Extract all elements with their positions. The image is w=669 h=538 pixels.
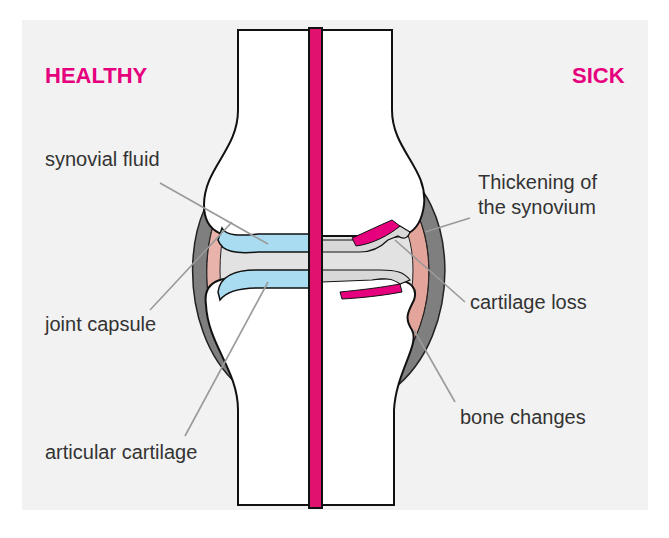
leader-line xyxy=(425,218,470,232)
worn-cartilage xyxy=(322,270,410,284)
background-panel xyxy=(22,20,648,510)
divider-bar xyxy=(309,28,322,508)
leader-line xyxy=(150,222,232,310)
part-label: cartilage loss xyxy=(470,290,587,315)
heading: SICK xyxy=(572,62,625,90)
leader-line xyxy=(160,183,268,244)
part-label: joint capsule xyxy=(45,312,156,337)
part-label: synovial fluid xyxy=(45,147,160,172)
cartilage-loss-patch xyxy=(340,284,402,299)
part-label: Thickening of the synovium xyxy=(478,170,628,220)
articular-cartilage xyxy=(218,228,315,253)
part-label: bone changes xyxy=(460,405,586,430)
part-label: articular cartilage xyxy=(45,440,197,465)
leader-line xyxy=(185,282,268,436)
leader-line xyxy=(414,330,455,402)
cartilage-loss-patch xyxy=(352,220,400,246)
leader-line xyxy=(395,240,465,302)
heading: HEALTHY xyxy=(45,62,147,90)
